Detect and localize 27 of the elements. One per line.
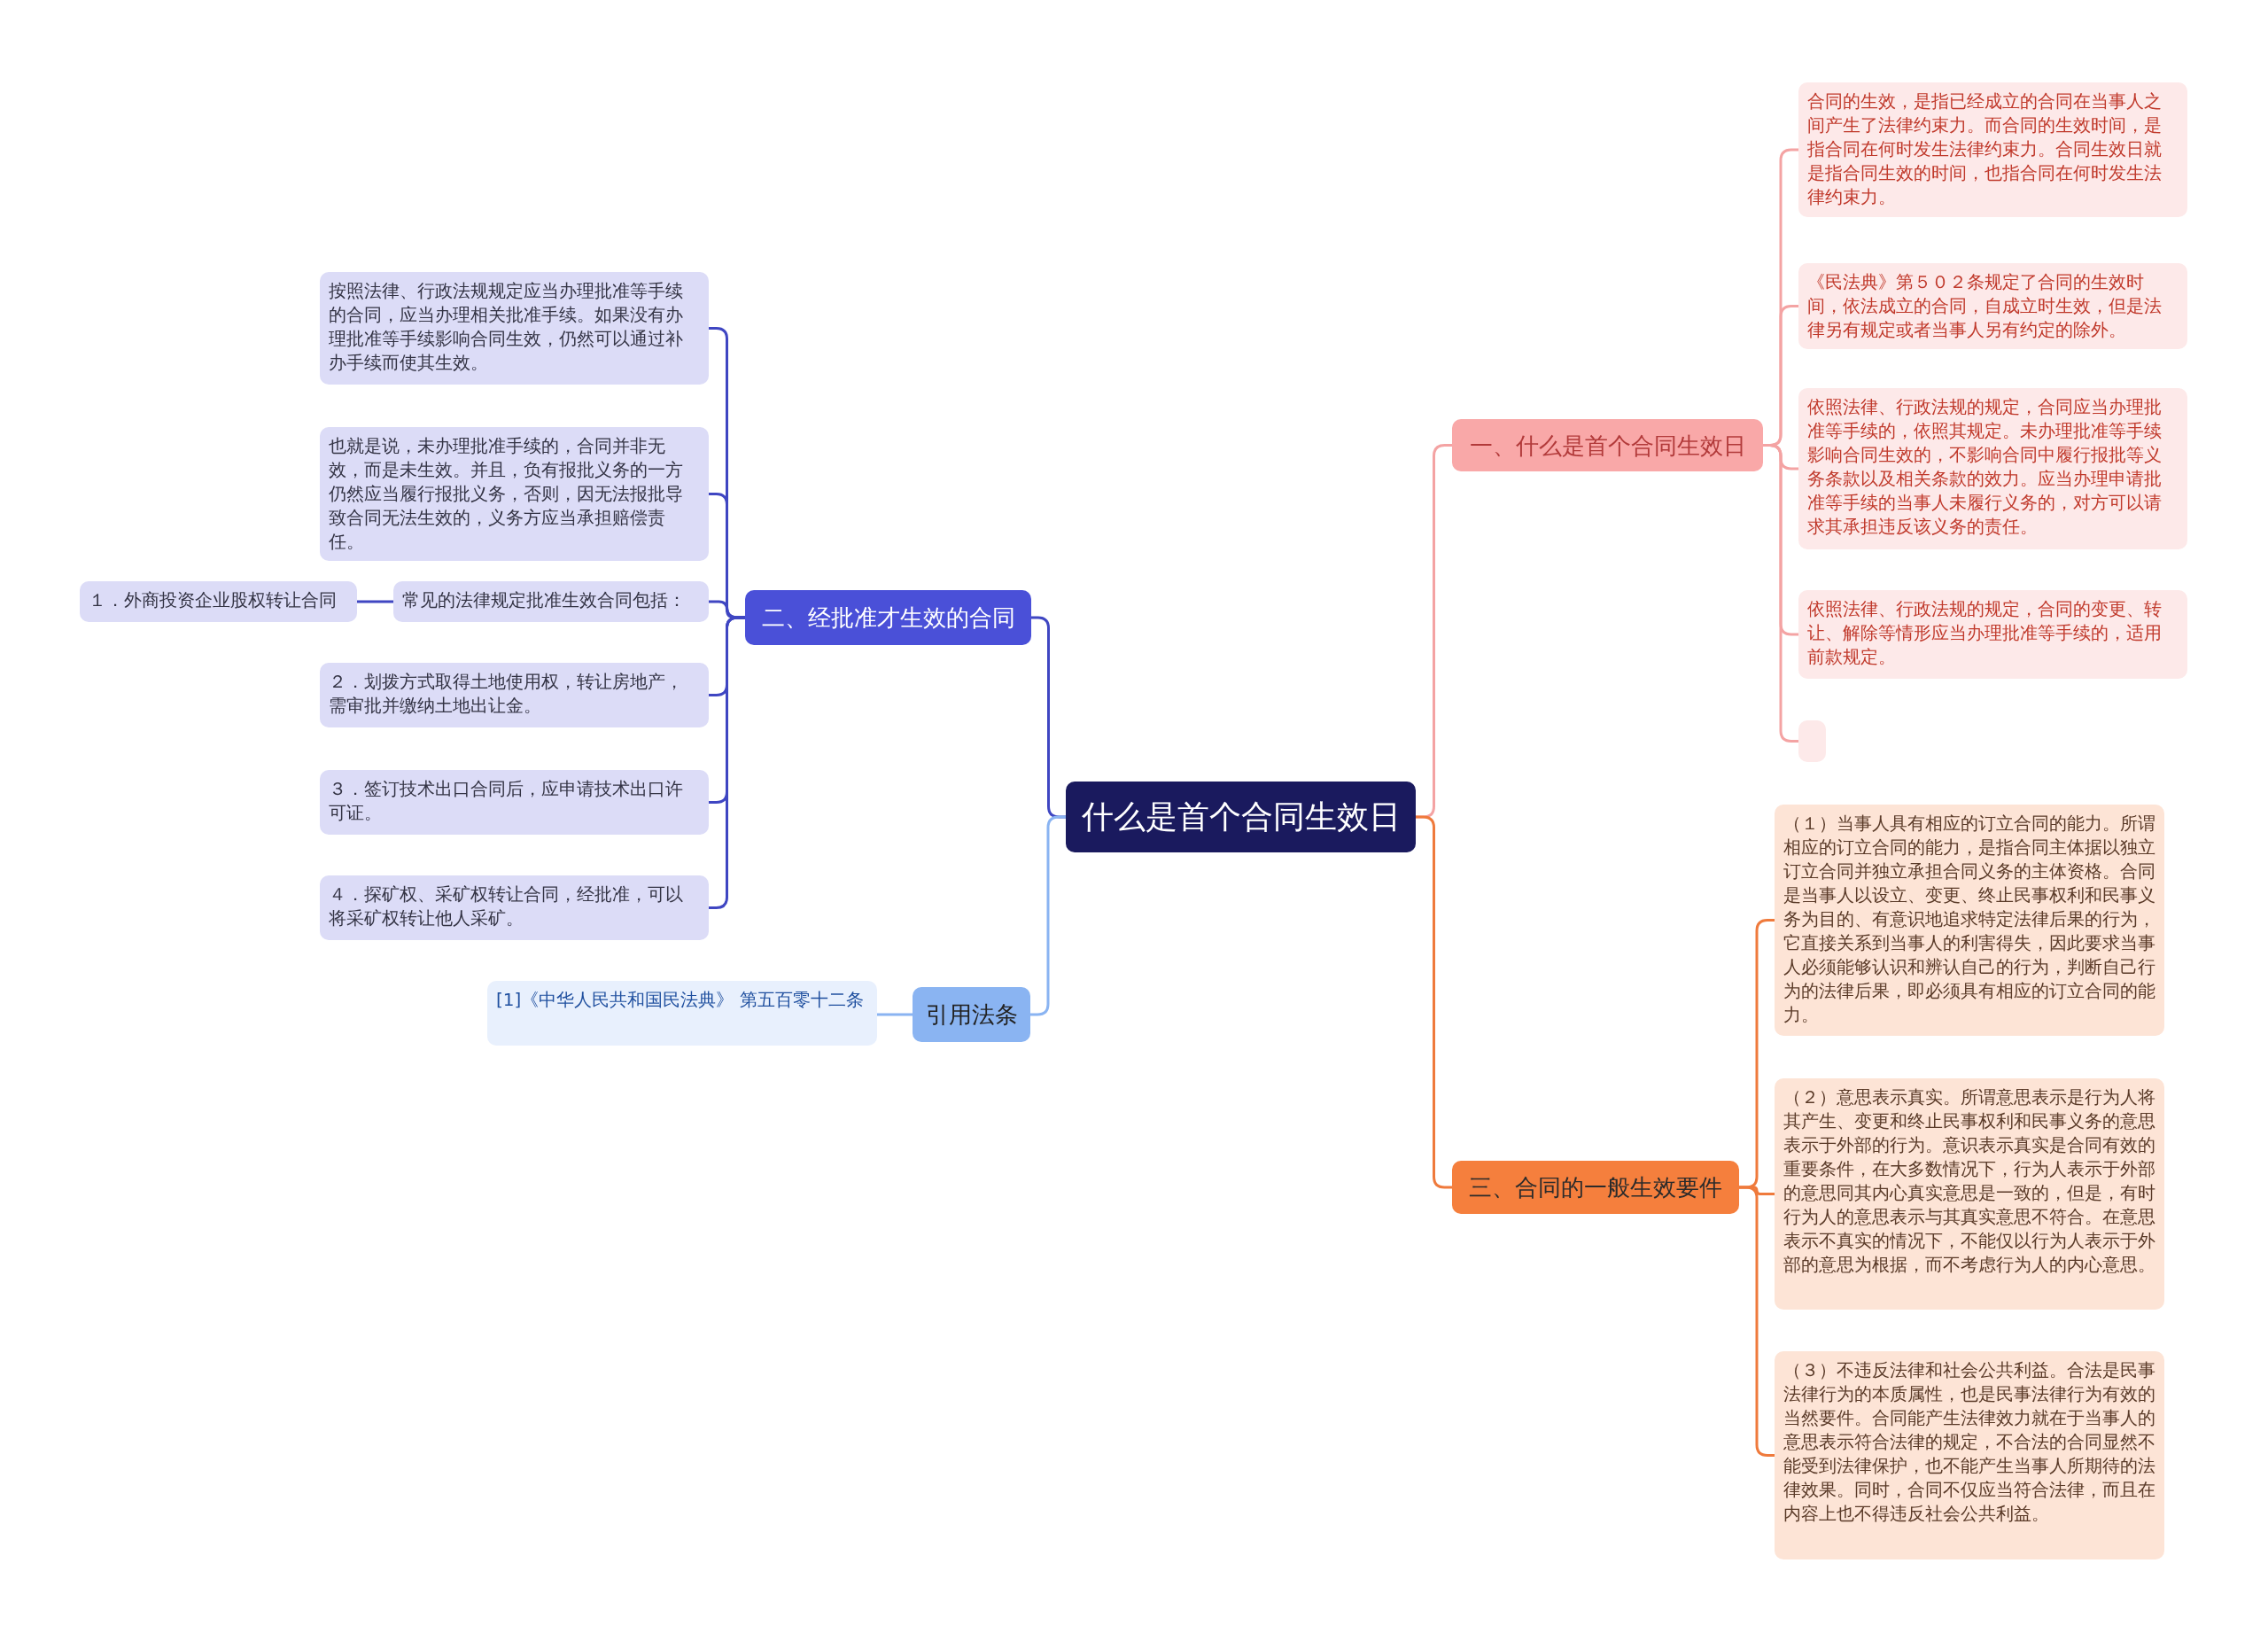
note-box: （２）意思表示真实。所谓意思表示是行为人将其产生、变更和终止民事权利和民事义务的意思表示于外部的行为。意识表示真实是合同有效的重要条件，在大多数情况下，行为人表示于外部的意思同其内心真实意思是一致的，但是，有时行为人的意思表示与其真实意思不符合。在意思表示不真实的情况下，不能仅以行为人表示于外部的意思为根据，而不考虑行为人的内心意思。 (1775, 1078, 2164, 1310)
central-topic: 什么是首个合同生效日 (1066, 782, 1416, 852)
connector-line (877, 1013, 913, 1016)
note-box: 依照法律、行政法规的规定，合同应当办理批准等手续的，依照其规定。未办理批准等手续影响合同生效的，不影响合同中履行报批等义务条款以及相关条款的效力。应当办理申请批准等手续的当事人未履行义务的，对方可以请求其承担违反该义务的责任。 (1798, 388, 2187, 549)
note-box: （３）不违反法律和社会公共利益。合法是民事法律行为的本质属性，也是民事法律行为有效的当然要件。合同能产生法律效力就在于当事人的意思表示符合法律的规定，不合法的合同显然不能受到法律保护，也不能产生当事人所期待的法律效果。同时，合同不仅应当符合法律，而且在内容上也不得违反社会公共利益。 (1775, 1351, 2164, 1559)
branch-topic: 引用法条 (913, 987, 1030, 1042)
note-box: （１）当事人具有相应的订立合同的能力。所谓相应的订立合同的能力，是指合同主体据以独立订立合同并独立承担合同义务的主体资格。合同是当事人以设立、变更、终止民事权利和民事义务为目的、有意识地追求特定法律后果的行为，它直接关系到当事人的利害得失，因此要求当事人必须能够认识和辨认自己的行为，判断自己行为的法律后果，即必须具有相应的订立合同的能力。 (1775, 805, 2164, 1036)
note-box: 常见的法律规定批准生效合同包括： (393, 581, 709, 622)
note-box: ３．签订技术出口合同后，应申请技术出口许可证。 (320, 770, 709, 835)
note-box: 《民法典》第５０２条规定了合同的生效时间，依法成立的合同，自成立时生效，但是法律另有规定或者当事人另有约定的除外。 (1798, 263, 2187, 349)
citation-box: [1]《中华人民共和国民法典》 第五百零十二条 (487, 981, 877, 1046)
connector-line (709, 616, 745, 909)
connector-line (1416, 815, 1452, 1189)
note-box: 合同的生效，是指已经成立的合同在当事人之间产生了法律约束力。而合同的生效时间，是指合同在何时发生法律约束力。合同生效日就是指合同生效的时间，也指合同在何时发生法律约束力。 (1798, 82, 2187, 217)
branch-topic: 三、合同的一般生效要件 (1452, 1161, 1739, 1214)
note-box: 依照法律、行政法规的规定，合同的变更、转让、解除等情形应当办理批准等手续的，适用前款规定。 (1798, 590, 2187, 679)
branch-topic: 二、经批准才生效的合同 (745, 590, 1031, 645)
connector-line (1030, 815, 1066, 1016)
note-box: ２．划拨方式取得土地使用权，转让房地产，需审批并缴纳土地出让金。 (320, 663, 709, 727)
note-box: 也就是说，未办理批准手续的，合同并非无效，而是未生效。并且，负有报批义务的一方仍然应当履行报批义务，否则，因无法报批导致合同无法生效的，义务方应当承担赔偿责任。 (320, 427, 709, 561)
branch-topic: 一、什么是首个合同生效日 (1452, 419, 1763, 471)
note-box: １．外商投资企业股权转让合同 (80, 581, 357, 622)
connector-line (1739, 1186, 1775, 1457)
note-box: ４．探矿权、采矿权转让合同，经批准，可以将采矿权转让他人采矿。 (320, 875, 709, 940)
empty-box (1798, 720, 1826, 762)
note-box: 按照法律、行政法规规定应当办理批准等手续的合同，应当办理相关批准手续。如果没有办理批准等手续影响合同生效，仍然可以通过补办手续而使其生效。 (320, 272, 709, 385)
connector-line (357, 600, 393, 603)
